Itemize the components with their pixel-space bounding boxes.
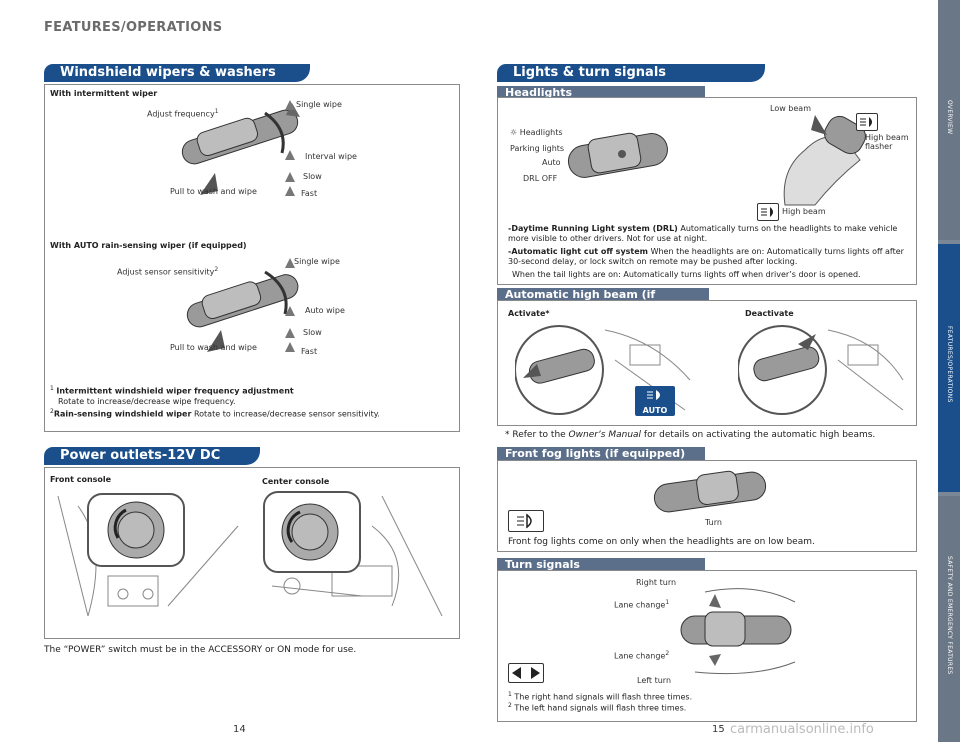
- intermittent-wiper-illustration: [181, 103, 300, 195]
- auto-fast-label: Fast: [301, 347, 318, 356]
- watermark: carmanualsonline.info: [730, 722, 874, 737]
- lights-title: Lights & turn signals: [497, 64, 765, 82]
- fog-note: Front fog lights come on only when the h…: [508, 537, 815, 547]
- lane-change-2-label: Lane change2: [614, 650, 670, 661]
- headlights-subtitle: Headlights: [497, 86, 705, 100]
- auto-pull-wash-label: Pull to wash and wipe: [170, 343, 257, 352]
- tail-lights-bullet: When the tail lights are on: Automatical…: [512, 270, 861, 279]
- beam-stalk-illustration: [783, 115, 866, 206]
- wipers-title: Windshield wipers & washers: [44, 64, 310, 82]
- page-number-left: 14: [233, 724, 246, 735]
- activate-label: Activate*: [508, 309, 550, 318]
- tab-features-label: FEATURES/OPERATIONS: [946, 326, 953, 403]
- section-sidebar: OVERVIEW FEATURES/OPERATIONS SAFETY AND …: [938, 0, 960, 742]
- pull-wash-label: Pull to wash and wipe: [170, 187, 257, 196]
- auto-slow-label: Slow: [303, 328, 322, 337]
- fast-label: Fast: [301, 189, 318, 198]
- auto-label: Auto: [542, 158, 561, 167]
- wiper-note-1: 1 Intermittent windshield wiper frequenc…: [50, 385, 294, 406]
- tab-features-operations[interactable]: FEATURES/OPERATIONS: [938, 244, 960, 492]
- power-note: The “POWER” switch must be in the ACCESS…: [44, 645, 357, 655]
- headlight-sun-icon: ☼: [510, 128, 518, 137]
- auto-wiper-illustration: [186, 270, 299, 352]
- right-turn-label: Right turn: [636, 578, 677, 587]
- auto-badge-text: AUTO: [642, 406, 668, 415]
- deactivate-label: Deactivate: [745, 309, 794, 318]
- page-header: FEATURES/OPERATIONS: [44, 20, 223, 35]
- adjust-sensitivity-label: Adjust sensor sensitivity2: [117, 266, 219, 277]
- high-beam-flasher-label: High beam flasher: [865, 133, 909, 151]
- turn-note-1: 1 The right hand signals will flash thre…: [508, 691, 693, 702]
- low-beam-label: Low beam: [770, 104, 811, 113]
- headlights-label: ☼ Headlights: [510, 128, 563, 137]
- turn-note-2: 2 The left hand signals will flash three…: [508, 702, 687, 713]
- auto-beam-icon: [647, 390, 660, 400]
- high-beam-icon: [757, 203, 779, 221]
- adjust-frequency-label: Adjust frequency1: [147, 108, 219, 119]
- parking-lights-label: Parking lights: [510, 144, 565, 153]
- single-wipe-label: Single wipe: [296, 100, 342, 109]
- wiper-arrows-icon: [285, 100, 295, 196]
- turn-signals-box: [497, 570, 917, 722]
- interval-wipe-label: Interval wipe: [305, 152, 357, 161]
- auto-high-beam-badge: AUTO: [635, 386, 675, 416]
- tab-safety[interactable]: SAFETY AND EMERGENCY FEATURES: [938, 496, 960, 742]
- slow-label: Slow: [303, 172, 322, 181]
- turn-signals-subtitle: Turn signals: [497, 558, 705, 572]
- auto-wiper-heading: With AUTO rain-sensing wiper (if equippe…: [50, 241, 247, 250]
- deactivate-illustration: [738, 325, 904, 415]
- auto-high-beam-note: * Refer to the Owner’s Manual for detail…: [505, 430, 876, 440]
- power-title: Power outlets-12V DC: [44, 447, 260, 465]
- fog-subtitle: Front fog lights (if equipped): [497, 447, 705, 461]
- intermittent-heading: With intermittent wiper: [50, 89, 158, 98]
- left-turn-label: Left turn: [637, 676, 672, 685]
- front-console-label: Front console: [50, 475, 112, 484]
- auto-wiper-arrows-icon: [285, 258, 295, 352]
- drl-off-label: DRL OFF: [523, 174, 558, 183]
- turn-signal-stalk-illustration: [680, 588, 796, 675]
- tab-safety-label: SAFETY AND EMERGENCY FEATURES: [946, 556, 953, 675]
- wiper-note-2: 2Rain-sensing windshield wiper Rotate to…: [50, 408, 380, 419]
- high-beam-label: High beam: [782, 207, 826, 216]
- headlight-stalk-illustration: [567, 132, 668, 178]
- center-console-illustration: [263, 491, 443, 617]
- auto-wipe-label: Auto wipe: [305, 306, 345, 315]
- tab-overview-label: OVERVIEW: [946, 100, 953, 135]
- fog-light-icon: [508, 510, 544, 532]
- fog-turn-label: Turn: [705, 518, 722, 527]
- auto-cutoff-bullet: -Automatic light cut off system When the…: [508, 247, 904, 266]
- high-beam-flasher-icon: [856, 113, 878, 131]
- lane-change-1-label: Lane change1: [614, 599, 670, 610]
- fog-stalk-illustration: [653, 470, 767, 513]
- turn-signal-arrows-icon: [508, 663, 544, 683]
- front-console-illustration: [57, 493, 239, 617]
- auto-single-wipe-label: Single wipe: [294, 257, 340, 266]
- page-number-right: 15: [712, 724, 725, 735]
- tab-overview[interactable]: OVERVIEW: [938, 0, 960, 240]
- drl-bullet: -Daytime Running Light system (DRL) Auto…: [508, 224, 898, 243]
- center-console-label: Center console: [262, 477, 330, 486]
